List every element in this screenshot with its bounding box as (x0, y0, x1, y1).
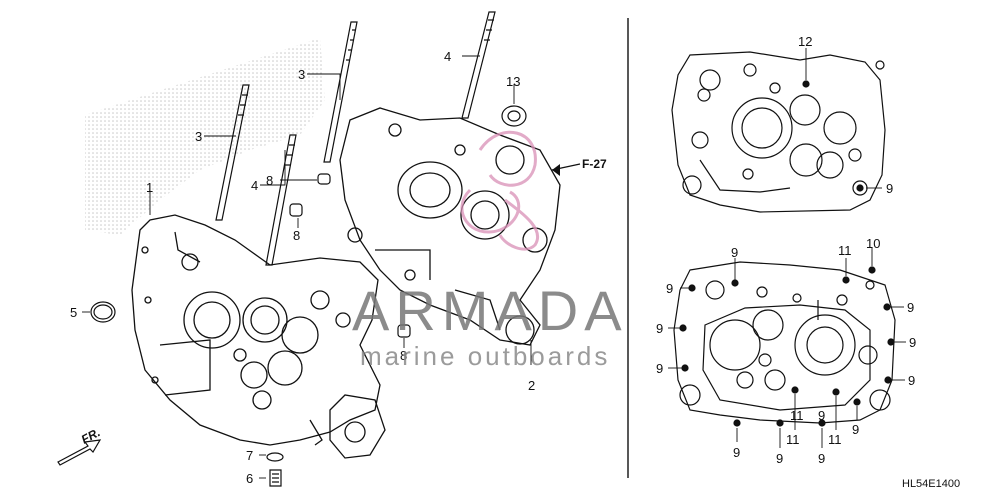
callout-9-b6: 9 (907, 300, 914, 315)
callout-9-b9: 9 (776, 451, 783, 466)
callouts-left: 1 2 3 3 4 4 5 6 7 8 8 8 13 (70, 49, 535, 486)
callouts-right-top: 12 9 (798, 34, 893, 196)
watermark-tagline: marine outboards (360, 341, 610, 371)
front-label: FR. (79, 425, 103, 446)
small-parts (90, 105, 527, 487)
callout-1: 1 (146, 180, 153, 195)
o-ring-5 (90, 301, 116, 323)
callout-4-lower: 4 (251, 178, 258, 193)
watermark-brand: ARMADA (352, 279, 628, 342)
callout-9-b8: 9 (908, 373, 915, 388)
callout-11-b1: 11 (838, 243, 852, 258)
stud-bolts (215, 11, 496, 266)
callout-8-b: 8 (293, 228, 300, 243)
dowel-pin-8c (397, 324, 411, 338)
callout-9-b11: 9 (852, 422, 859, 437)
bottom-right-crankcase-view (673, 261, 896, 427)
left-crankcase-half (131, 214, 386, 459)
right-leader-lines (668, 48, 906, 448)
front-direction-arrow: FR. (57, 425, 103, 466)
callout-11-b3: 11 (828, 432, 842, 447)
callout-9-b1: 9 (731, 245, 738, 260)
callout-12: 12 (798, 34, 812, 49)
oil-seal-13 (501, 105, 527, 127)
callout-9-b3: 9 (656, 321, 663, 336)
callout-9-b5: 9 (733, 445, 740, 460)
callout-9-b2: 9 (666, 281, 673, 296)
callout-10: 10 (866, 236, 880, 251)
callout-6: 6 (246, 471, 253, 486)
callout-9-top: 9 (886, 181, 893, 196)
callout-9-b12: 9 (818, 408, 825, 423)
callout-5: 5 (70, 305, 77, 320)
callout-9-b10: 9 (818, 451, 825, 466)
callout-8-a: 8 (266, 173, 273, 188)
callout-3-lower: 3 (195, 129, 202, 144)
callout-9-b4: 9 (656, 361, 663, 376)
callout-11-b2: 11 (786, 432, 800, 447)
drawing-code: HL54E1400 (902, 478, 960, 490)
reference-arrow-f27: F-27 (551, 157, 607, 176)
dotted-background-logo (85, 38, 325, 235)
dowel-pin-8a (317, 173, 331, 185)
top-right-crankcase-view (671, 51, 886, 213)
leader-lines (82, 55, 532, 479)
callout-7: 7 (246, 448, 253, 463)
callout-4-upper: 4 (444, 49, 451, 64)
drain-bolt-6 (269, 469, 282, 487)
callout-9-b7: 9 (909, 335, 916, 350)
callout-8-c: 8 (400, 348, 407, 363)
callout-13: 13 (506, 74, 520, 89)
dowel-pin-8b (289, 203, 303, 217)
callout-3-upper: 3 (298, 67, 305, 82)
callout-2: 2 (528, 378, 535, 393)
callouts-right-bottom: 9 9 9 9 9 11 10 9 9 9 9 9 11 9 11 11 9 (656, 236, 916, 466)
armada-logo-mark (460, 130, 540, 251)
washer-7 (266, 452, 284, 462)
armada-watermark: ARMADA marine outboards (352, 130, 628, 371)
callout-11-b4: 11 (790, 408, 804, 423)
reference-label: F-27 (582, 157, 607, 171)
